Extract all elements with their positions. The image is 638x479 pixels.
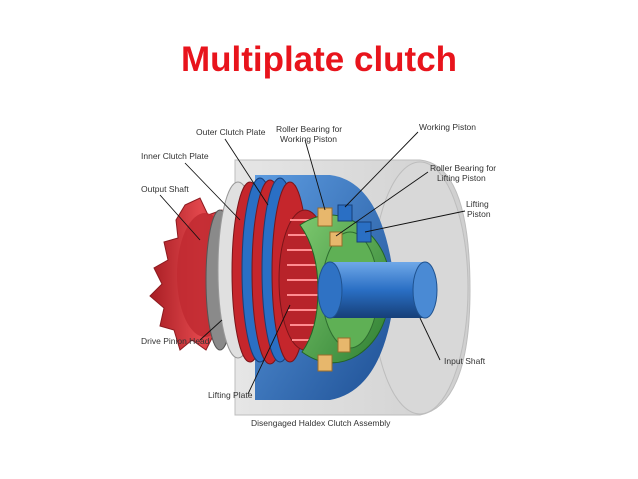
label-roller-bearing-lifting-2: Lifting Piston [437,173,486,183]
leader-inner-clutch-plate [184,162,241,221]
roller-bearing-working [317,207,333,227]
diagram-caption: Disengaged Haldex Clutch Assembly [251,418,391,428]
leader-working-piston [344,131,419,208]
label-outer-clutch-plate: Outer Clutch Plate [196,127,266,137]
label-drive-pinion-head: Drive Pinion Head [141,336,210,346]
lower-bearing-2 [337,337,351,353]
label-output-shaft: Output Shaft [141,184,189,194]
leader-input-shaft [419,317,441,361]
label-inner-clutch-plate: Inner Clutch Plate [141,151,209,161]
label-roller-bearing-lifting-1: Roller Bearing for [430,163,496,173]
label-roller-bearing-working-2: Working Piston [280,134,337,144]
leader-drive-pinion-head [199,319,223,341]
leader-roller-bearing-working [304,139,326,211]
label-lifting-piston-2: Piston [467,209,491,219]
leader-lifting-plate [247,304,291,395]
label-lifting-piston-1: Lifting [466,199,489,209]
working-piston [337,204,353,222]
leader-outer-clutch-plate [224,138,269,206]
lower-bearing-1 [317,354,333,372]
roller-bearing-lifting [329,231,343,247]
leader-lifting-piston [364,210,466,233]
lifting-piston [356,221,372,243]
label-lifting-plate: Lifting Plate [208,390,253,400]
label-input-shaft: Input Shaft [444,356,486,366]
label-roller-bearing-working-1: Roller Bearing for [276,124,342,134]
input-shaft [317,261,438,319]
leader-output-shaft [159,194,201,241]
slide-title: Multiplate clutch [180,40,458,79]
label-working-piston: Working Piston [419,122,476,132]
leader-roller-bearing-lifting [335,171,429,237]
